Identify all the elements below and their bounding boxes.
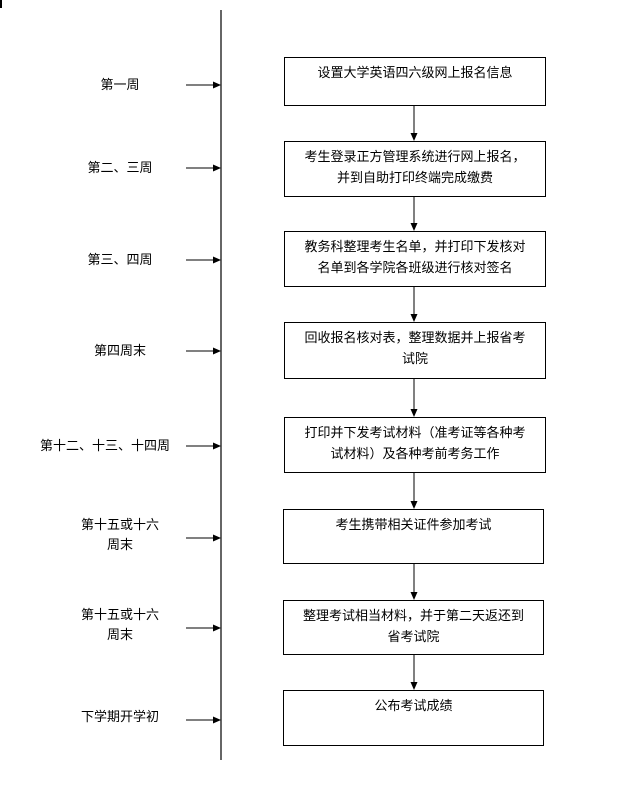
week-label-8: 下学期开学初 <box>80 710 159 725</box>
step-arrowhead-1 <box>410 133 418 141</box>
week-label-2: 第二、三周 <box>87 161 153 176</box>
step-box-5: 打印并下发考试材料（准考证等各种考 试材料）及各种考前考务工作 <box>284 417 546 473</box>
step-arrowhead-5 <box>410 501 418 509</box>
step-arrowhead-2 <box>410 223 418 231</box>
week-label-7: 第十五或十六 周末 <box>80 608 159 643</box>
week-arrowhead-4 <box>213 347 221 355</box>
week-label-6: 第十五或十六 周末 <box>80 518 159 553</box>
step-arrowhead-4 <box>410 409 418 417</box>
week-arrowhead-6 <box>213 534 221 542</box>
week-arrowhead-2 <box>213 164 221 172</box>
week-arrowhead-3 <box>213 256 221 264</box>
week-label-3: 第三、四周 <box>87 253 153 268</box>
step-box-4: 回收报名核对表，整理数据并上报省考 试院 <box>284 322 546 379</box>
week-arrowhead-8 <box>213 716 221 724</box>
step-box-6: 考生携带相关证件参加考试 <box>283 509 544 564</box>
week-label-4: 第四周末 <box>93 344 146 359</box>
week-label-1: 第一周 <box>100 78 140 93</box>
step-box-2: 考生登录正方管理系统进行网上报名， 并到自助打印终端完成缴费 <box>284 141 546 197</box>
step-box-8: 公布考试成绩 <box>283 690 544 746</box>
week-arrowhead-7 <box>213 624 221 632</box>
step-arrowhead-7 <box>410 682 418 690</box>
step-arrowhead-6 <box>410 592 418 600</box>
step-box-3: 教务科整理考生名单，并打印下发核对 名单到各学院各班级进行核对签名 <box>284 231 546 287</box>
step-box-7: 整理考试相当材料，并于第二天返还到 省考试院 <box>283 600 544 655</box>
step-box-1: 设置大学英语四六级网上报名信息 <box>284 57 546 106</box>
week-label-5: 第十二、十三、十四周 <box>39 439 170 454</box>
week-arrowhead-5 <box>213 442 221 450</box>
step-arrowhead-3 <box>410 314 418 322</box>
week-arrowhead-1 <box>213 81 221 89</box>
